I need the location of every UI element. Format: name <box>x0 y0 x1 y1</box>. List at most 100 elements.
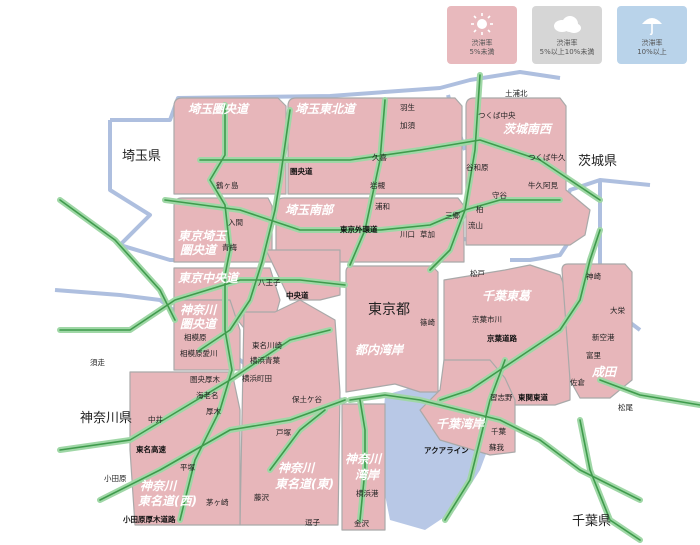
pref-chiba: 千葉県 <box>572 514 611 529</box>
place-soga: 蘇我 <box>489 442 504 452</box>
place-tsuchiura-kita: 土浦北 <box>505 88 528 98</box>
label-chiba-wangan: 千葉湾岸 <box>436 417 486 431</box>
label-saitama-tohoku: 埼玉東北道 <box>295 102 357 116</box>
label-tokyo-saitama-2: 圏央道 <box>180 243 218 257</box>
place-tsukuba-ushiku: つくば牛久 <box>528 152 566 162</box>
road-higashi-kanto: 東関東道 <box>518 392 548 402</box>
legend-low-line2: 5%未満 <box>469 48 495 56</box>
place-hiratsuka: 平塚 <box>180 463 195 472</box>
place-ken-atsugi: 圏央厚木 <box>190 374 220 384</box>
label-kanagawa-wangan-2: 湾岸 <box>355 468 381 482</box>
place-ebina: 海老名 <box>196 390 219 400</box>
place-soka: 草加 <box>420 229 435 239</box>
place-yawara: 谷和原 <box>466 163 489 172</box>
legend-high-line1: 渋滞率 <box>641 39 663 47</box>
place-taiei: 大栄 <box>610 305 625 315</box>
road-chuo: 中央道 <box>286 290 309 300</box>
place-kawaguchi: 川口 <box>400 230 415 239</box>
place-tomisato: 富里 <box>586 350 601 360</box>
place-totsuka: 戸塚 <box>276 428 291 437</box>
label-kanagawa-west-2: 東名道(西) <box>138 494 197 508</box>
place-hodogaya: 保土ケ谷 <box>292 394 322 404</box>
label-chiba-toukatsu: 千葉東葛 <box>482 289 532 303</box>
place-nakai: 中井 <box>148 414 163 424</box>
place-sakura: 佐倉 <box>570 377 585 387</box>
place-narashino: 習志野 <box>490 392 513 402</box>
place-iruma: 入間 <box>228 218 243 227</box>
label-saitama-kenou: 埼玉圏央道 <box>188 102 250 116</box>
label-ibaraki-nansei: 茨城南西 <box>503 122 553 136</box>
place-sagamihara-aikawa: 相模原愛川 <box>180 348 218 358</box>
place-iwatsuki: 岩槻 <box>370 180 385 190</box>
place-nagareyama: 流山 <box>468 220 483 230</box>
place-kanazawa: 金沢 <box>354 518 369 528</box>
place-shinosaki: 篠崎 <box>420 317 435 327</box>
place-tomei-kawasaki: 東名川崎 <box>252 340 282 350</box>
place-kuki: 久喜 <box>372 152 387 162</box>
label-kanagawa-kenou-1: 神奈川 <box>180 303 218 317</box>
place-keiyo-ichikawa: 京葉市川 <box>472 314 502 324</box>
place-yokohama-minato: 横浜港 <box>356 488 379 498</box>
place-fujisawa: 藤沢 <box>254 492 269 502</box>
pref-kanagawa: 神奈川県 <box>80 411 132 426</box>
place-oume: 青梅 <box>222 242 237 252</box>
place-matsudo: 松戸 <box>470 268 485 278</box>
place-shinkuko: 新空港 <box>592 332 615 342</box>
place-suzukawa: 須走 <box>90 358 105 367</box>
label-narita: 成田 <box>591 365 618 379</box>
road-keiyo: 京葉道路 <box>487 333 517 343</box>
umbrella-icon <box>642 18 662 36</box>
label-kanagawa-kenou-2: 圏央道 <box>180 317 218 331</box>
label-kanagawa-west-1: 神奈川 <box>140 479 178 493</box>
place-moriya: 守谷 <box>492 190 507 200</box>
place-yokohama-machida: 横浜町田 <box>242 373 272 383</box>
place-zushi: 逗子 <box>305 518 320 527</box>
place-hachioji: 八王子 <box>258 278 281 287</box>
place-hanyu: 羽生 <box>400 102 415 112</box>
place-kanzaki: 神崎 <box>586 271 601 281</box>
place-misato: 三郷 <box>445 211 460 220</box>
place-chigasaki: 茅ヶ崎 <box>206 497 229 507</box>
road-odawara-atsugi: 小田原厚木道路 <box>123 514 176 524</box>
label-tonai-wangan: 都内湾岸 <box>355 343 405 357</box>
place-kazo: 加須 <box>400 120 415 130</box>
place-tsukuba-chuo: つくば中央 <box>478 110 516 120</box>
place-atsugi: 厚木 <box>206 406 221 416</box>
sun-icon <box>471 13 493 35</box>
legend-mid-line1: 渋滞率 <box>556 39 578 47</box>
legend-low: 渋滞率 5%未満 <box>447 6 517 64</box>
place-tsurugashima: 鶴ヶ島 <box>216 180 239 190</box>
legend-low-line1: 渋滞率 <box>471 39 493 47</box>
label-saitama-nanbu: 埼玉南部 <box>285 203 335 217</box>
legend-mid-line2: 5%以上10%未満 <box>539 48 595 56</box>
legend-high: 渋滞率 10%以上 <box>617 6 687 64</box>
region-tokyo-chuo-east <box>265 249 341 301</box>
place-chiba: 千葉 <box>491 426 506 436</box>
place-kashiwa: 柏 <box>476 204 484 214</box>
road-kenodo: 圏央道 <box>290 166 313 176</box>
pref-ibaraki: 茨城県 <box>578 154 617 169</box>
place-yokohama-aoba: 横浜青葉 <box>250 355 280 365</box>
label-tokyo-chuo: 東京中央道 <box>178 271 240 285</box>
label-tokyo-saitama-1: 東京埼玉 <box>178 229 228 243</box>
cloud-icon <box>554 16 581 33</box>
label-kanagawa-wangan-1: 神奈川 <box>345 452 383 466</box>
region-tokyo-to <box>345 265 439 393</box>
legend-mid: 渋滞率 5%以上10%未満 <box>532 6 602 64</box>
label-kanagawa-tomei-2: 東名道(東) <box>275 477 334 491</box>
road-aqualine: アクアライン <box>424 445 469 455</box>
place-urawa: 浦和 <box>375 201 390 211</box>
road-tomei: 東名高速 <box>136 444 166 454</box>
place-matsuo: 松尾 <box>618 402 633 412</box>
region-ibaraki-nansei <box>465 97 591 246</box>
place-odawara: 小田原 <box>104 474 127 483</box>
label-tokyo-to: 東京都 <box>368 302 410 318</box>
road-gaikan: 東京外環道 <box>340 224 378 234</box>
region-saitama-tohoku <box>287 97 463 195</box>
place-sagamihara: 相模原 <box>184 332 207 342</box>
legend-high-line2: 10%以上 <box>637 48 667 56</box>
place-ushiku-ami: 牛久阿見 <box>528 180 558 190</box>
pref-saitama: 埼玉県 <box>122 149 161 164</box>
